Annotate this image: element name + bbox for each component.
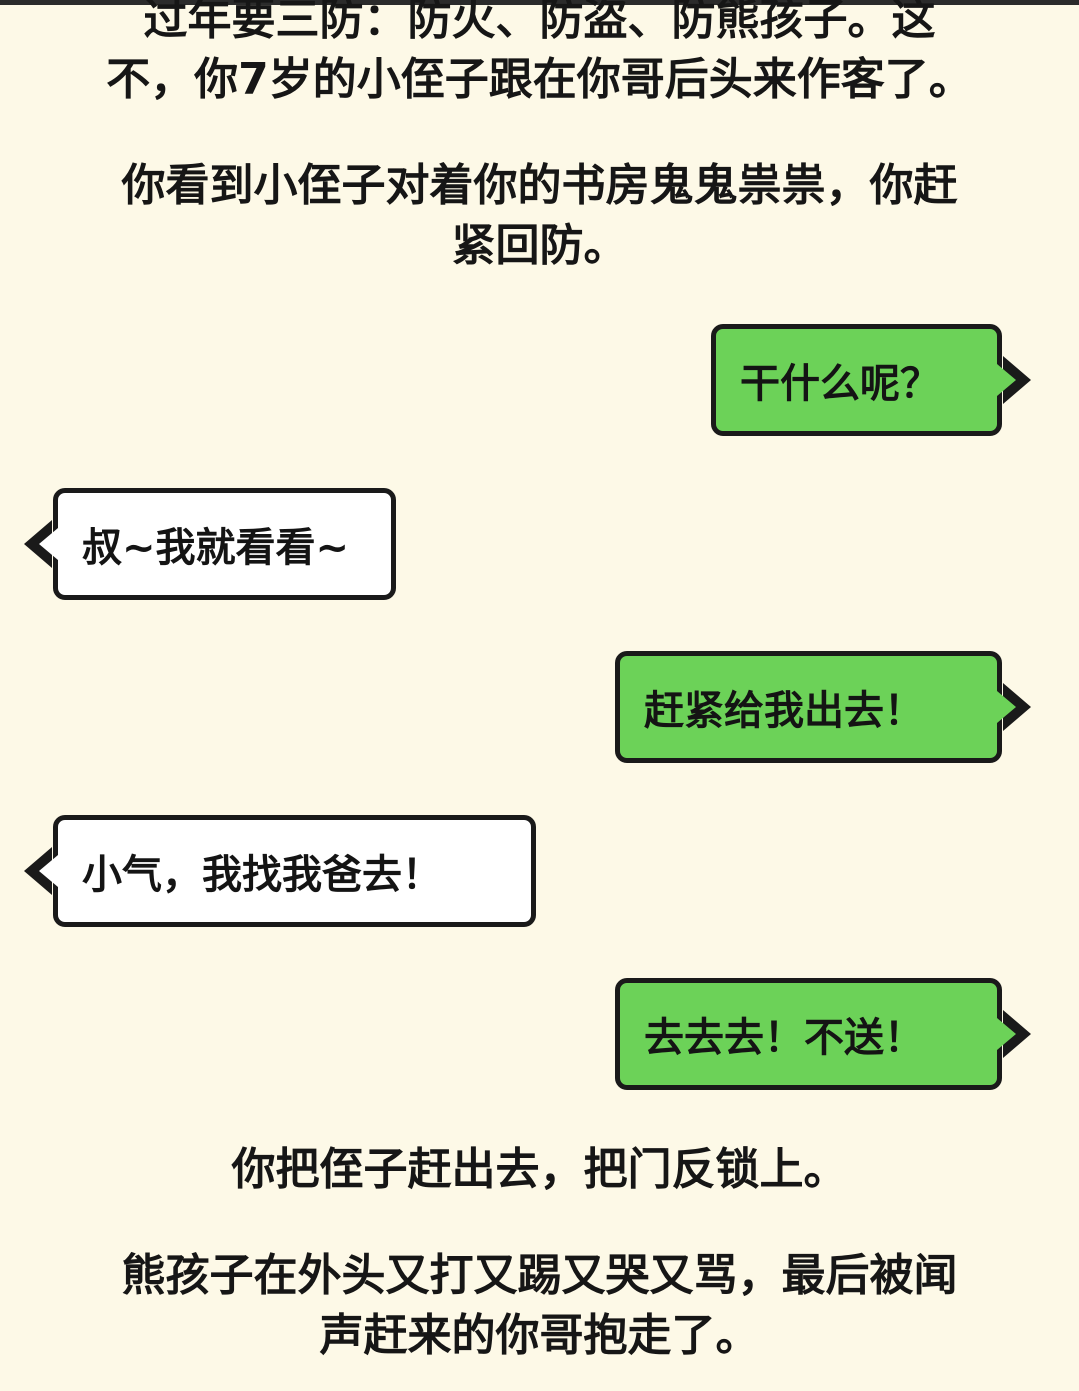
nephew-chat-bubble-1[interactable]: 叔~我就看看~ xyxy=(24,488,396,600)
chat-bubble-text: 叔~我就看看~ xyxy=(82,525,350,571)
nephew-chat-bubble-2[interactable]: 小气，我找我爸去！ xyxy=(24,815,536,927)
bubble-tail-right xyxy=(997,683,1031,731)
narration-after-line: 你把侄子赶出去，把门反锁上。 xyxy=(231,1144,848,1195)
bubble-tail-left xyxy=(24,847,58,895)
chat-bubble-text: 去去去！不送！ xyxy=(644,1015,924,1061)
narration-ending-line-2: 声赶来的你哥抱走了。 xyxy=(319,1310,760,1361)
bubble-tail-right xyxy=(997,356,1031,404)
player-chat-bubble-1[interactable]: 干什么呢？ xyxy=(711,324,1031,436)
bubble-tail-left xyxy=(24,520,58,568)
narration-intro-line-1: 过年要三防：防火、防盗、防熊孩子。这 xyxy=(143,0,936,45)
narration-ending-line-1: 熊孩子在外头又打又踢又哭又骂，最后被闻 xyxy=(121,1250,958,1301)
narration-intro-line-2: 不，你7岁的小侄子跟在你哥后头来作客了。 xyxy=(106,54,973,105)
player-chat-bubble-3[interactable]: 去去去！不送！ xyxy=(615,978,1031,1090)
narration-scene-line-1: 你看到小侄子对着你的书房鬼鬼祟祟，你赶 xyxy=(121,160,958,211)
chat-bubble-text: 干什么呢？ xyxy=(740,361,940,407)
chat-bubble-text: 赶紧给我出去！ xyxy=(644,688,924,734)
player-chat-bubble-2[interactable]: 赶紧给我出去！ xyxy=(615,651,1031,763)
narration-scene-line-2: 紧回防。 xyxy=(451,220,628,271)
chat-bubble-text: 小气，我找我爸去！ xyxy=(82,852,442,898)
screen-top-edge xyxy=(0,0,1079,5)
bubble-tail-right xyxy=(997,1010,1031,1058)
